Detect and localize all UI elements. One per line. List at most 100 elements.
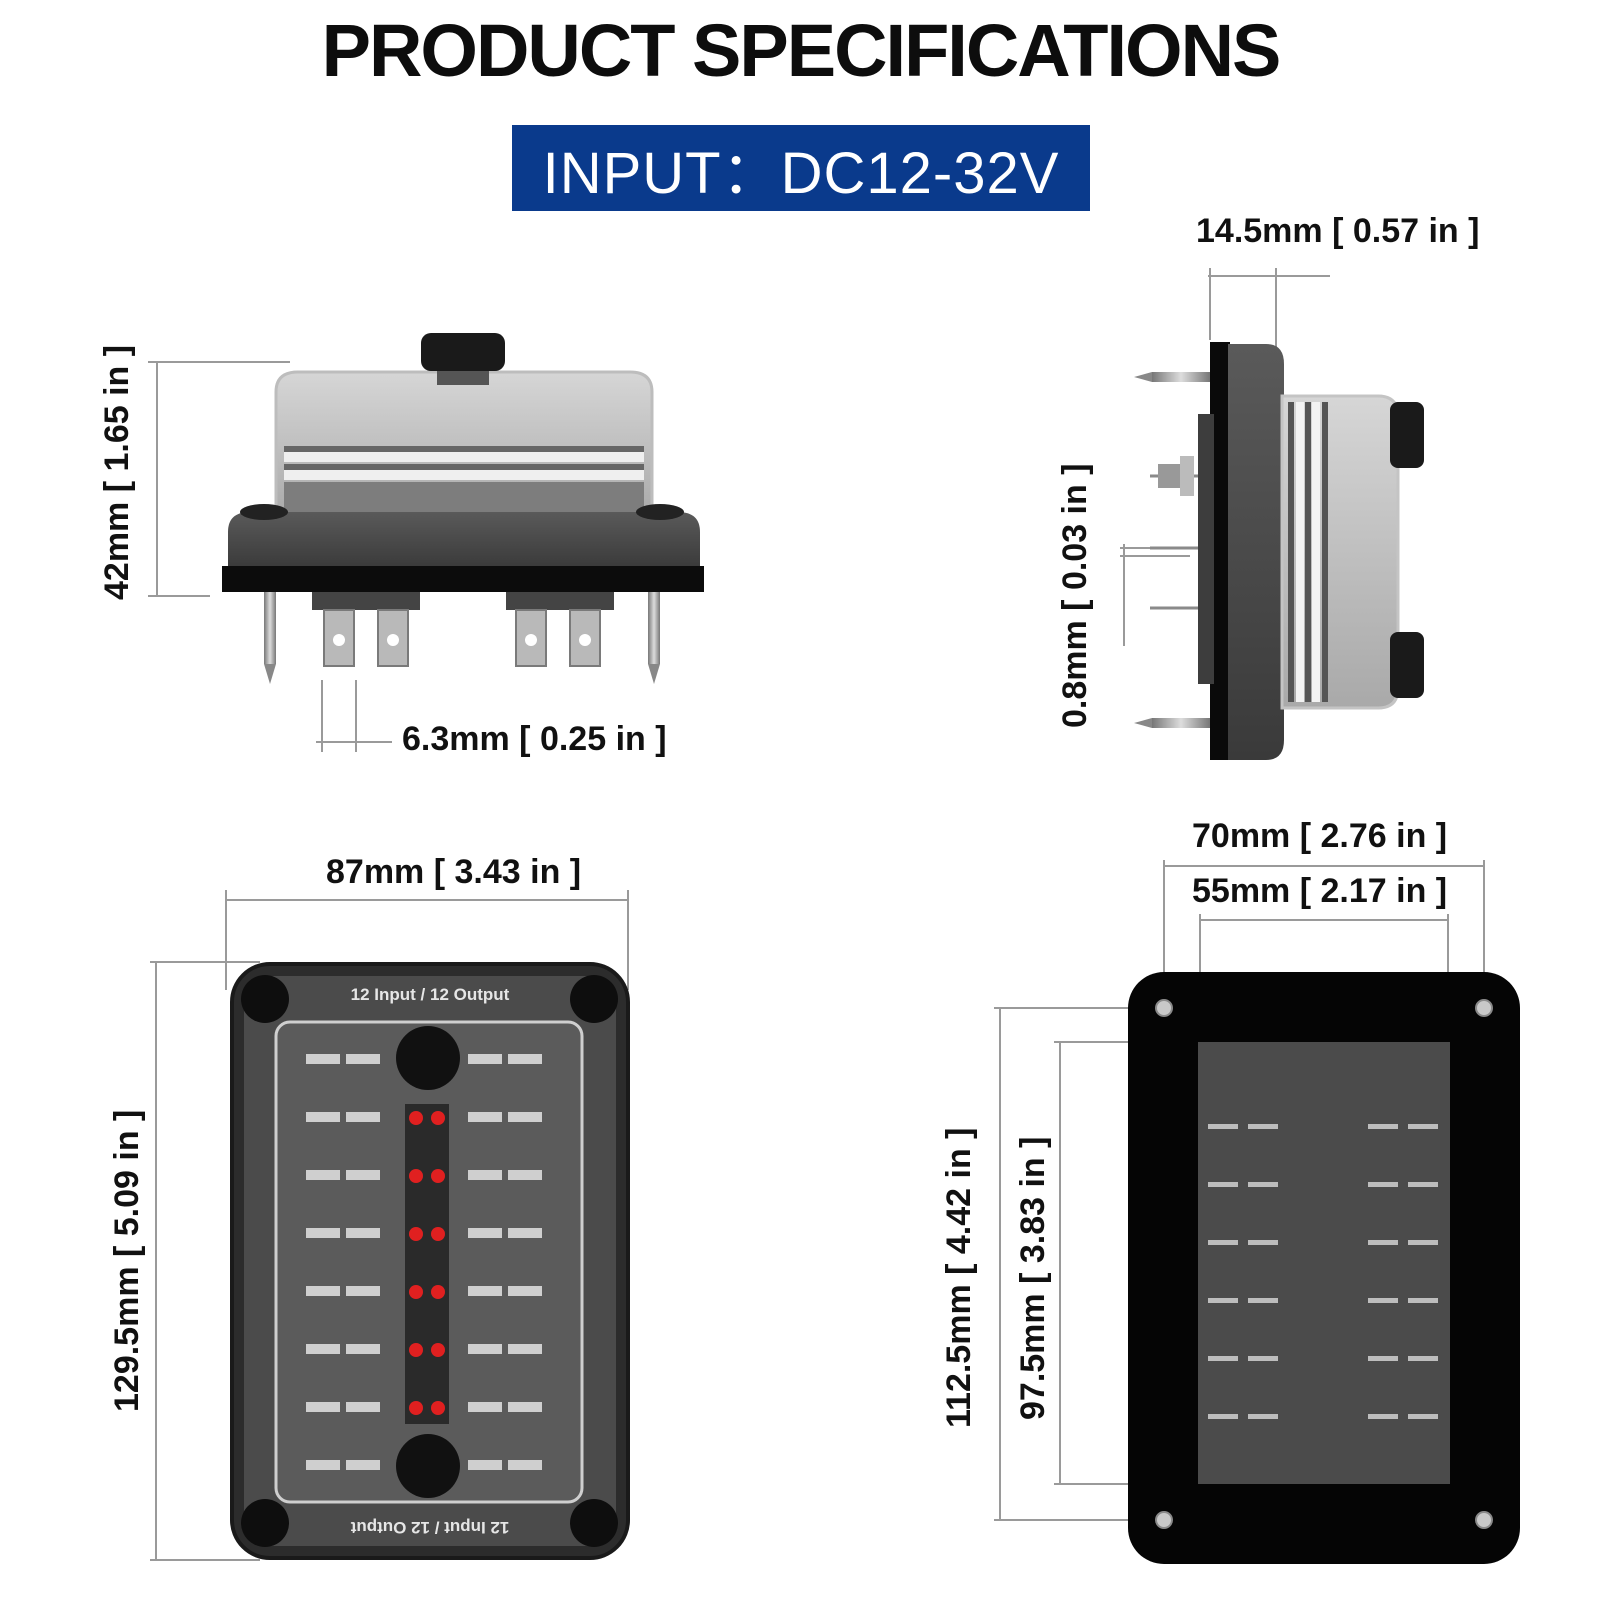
bottom-terminal-slot [1408,1182,1438,1187]
fuse-slot [346,1460,380,1470]
top-knob-lower [396,1434,460,1498]
fuse-slot [346,1344,380,1354]
fuse-slot [468,1170,502,1180]
bottom-terminal-slot [1248,1182,1278,1187]
bottom-terminal-slot [1368,1298,1398,1303]
top-knob-upper [396,1026,460,1090]
led-indicator [431,1169,445,1183]
bottom-terminal-slot [1248,1124,1278,1129]
bottom-terminal-slot [1408,1240,1438,1245]
side-knob [421,333,505,371]
bottom-view [994,860,1520,1564]
end-knob-bottom [1390,632,1424,698]
bottom-terminal-slot [1368,1182,1398,1187]
end-dimension-lines [1120,268,1330,646]
bottom-inner-width-label: 55mm [ 2.17 in ] [1192,872,1448,910]
bottom-terminal-slot [1248,1298,1278,1303]
panel-top-text: 12 Input / 12 Output [351,985,510,1004]
bottom-terminal-slot [1208,1240,1238,1245]
input-voltage-label: INPUT：DC12-32V [542,141,1060,206]
terminal-width-label: 6.3mm [ 0.25 in ] [402,720,667,758]
side-screws [264,592,660,684]
bottom-terminal-slot [1248,1414,1278,1419]
end-base [1228,344,1284,760]
fuse-slot [508,1344,542,1354]
end-screws [1134,372,1210,728]
bottom-terminal-slot [1368,1240,1398,1245]
fuse-slot [306,1460,340,1470]
bottom-terminal-slot [1208,1356,1238,1361]
fuse-slot [508,1054,542,1064]
fuse-slot [306,1344,340,1354]
fuse-slot [508,1286,542,1296]
fuse-slot [468,1228,502,1238]
bottom-recess [1198,1042,1450,1484]
fuse-slot [468,1460,502,1470]
top-view: 12 Input / 12 Output 12 Input / 12 Outpu… [150,890,630,1561]
fuse-slot [508,1402,542,1412]
bottom-terminal-slot [1408,1356,1438,1361]
side-base [228,512,700,568]
top-dimension-lines [150,890,629,1561]
fuse-slot [346,1170,380,1180]
led-indicator [409,1169,423,1183]
fuse-slot [468,1402,502,1412]
bottom-terminal-slot [1408,1414,1438,1419]
fuse-slot [468,1344,502,1354]
fuse-slot [508,1170,542,1180]
bottom-terminal-slot [1248,1356,1278,1361]
fuse-slot [468,1112,502,1122]
bottom-mount-holes [1155,999,1493,1529]
end-view [1120,268,1424,760]
fuse-slot [508,1112,542,1122]
led-indicator [431,1111,445,1125]
panel-bottom-text: 12 Input / 12 Output [350,1518,509,1537]
led-indicator [409,1111,423,1125]
bottom-terminal-slot [1368,1356,1398,1361]
bottom-terminals [1208,1124,1438,1419]
led-indicator [409,1285,423,1299]
top-width-label: 87mm [ 3.43 in ] [326,853,582,891]
led-indicator [431,1285,445,1299]
led-indicator [409,1227,423,1241]
bottom-terminal-slot [1368,1124,1398,1129]
fuse-slot [306,1286,340,1296]
fuse-slot [508,1460,542,1470]
fuse-grid [306,1054,542,1470]
fuse-slot [346,1402,380,1412]
bottom-outer-width-label: 70mm [ 2.76 in ] [1192,817,1448,855]
led-indicator [431,1401,445,1415]
fuse-slot [346,1054,380,1064]
led-indicator [409,1343,423,1357]
input-voltage-banner: INPUT：DC12-32V [512,125,1090,211]
bottom-terminal-slot [1208,1124,1238,1129]
fuse-slot [306,1170,340,1180]
fuse-slot [346,1228,380,1238]
fuse-slot [306,1054,340,1064]
end-knob-top [1390,402,1424,468]
fuse-slot [306,1112,340,1122]
fuse-slot [306,1228,340,1238]
top-mount-holes [241,975,618,1547]
bottom-terminal-slot [1208,1414,1238,1419]
led-indicator [431,1343,445,1357]
bottom-terminal-slot [1408,1298,1438,1303]
end-depth-label: 14.5mm [ 0.57 in ] [1196,212,1480,250]
side-terminals [323,609,601,667]
fuse-slot [346,1286,380,1296]
fuse-slot [468,1286,502,1296]
bottom-terminal-slot [1248,1240,1278,1245]
side-dimension-lines [148,361,392,752]
bottom-terminal-slot [1208,1182,1238,1187]
bottom-terminal-slot [1208,1298,1238,1303]
led-indicator [431,1227,445,1241]
page-title: PRODUCT SPECIFICATIONS [321,9,1282,92]
fuse-slot [306,1402,340,1412]
side-view [148,333,704,752]
bottom-terminal-slot [1368,1414,1398,1419]
fuse-slot [468,1054,502,1064]
fuse-slot [346,1112,380,1122]
bottom-terminal-slot [1408,1124,1438,1129]
led-indicator [409,1401,423,1415]
